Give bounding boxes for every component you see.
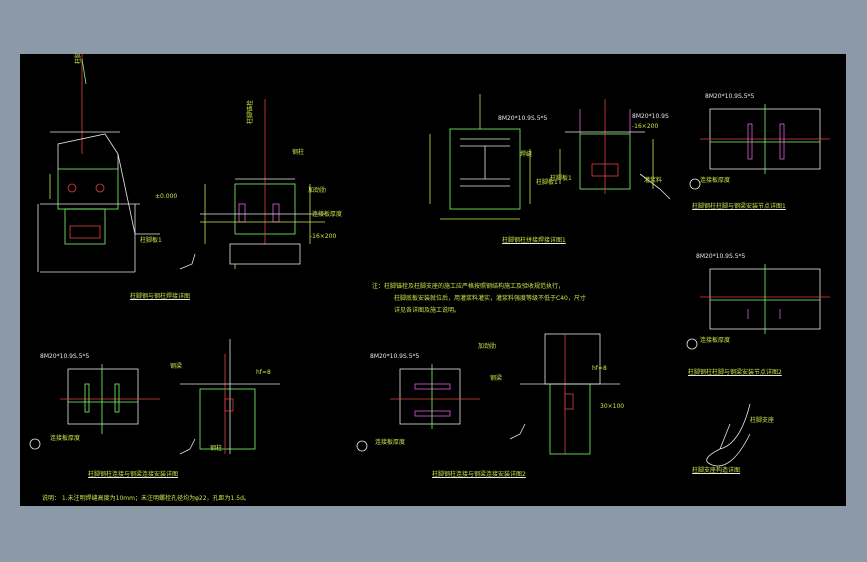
label-support-d8: 柱脚支座 [750, 417, 775, 424]
title-d3: 柱脚钢柱拼接焊接详图1 [502, 237, 566, 244]
drawing-sheet: 柱脚锚栓 ±0.000 柱脚板1 柱脚钢与钢柱焊接详图 柱脚锚栓 钢柱 加劲肋 … [20, 54, 846, 506]
detail-2-linework [179, 99, 325, 270]
bottom-note: 说明： 1.未注明焊缝高度为10mm；未注明螺栓孔径均为φ22，孔距为1.5d。 [42, 495, 250, 502]
note-line-3: 详见各详图及施工说明。 [394, 307, 461, 314]
label-beam-lm: 钢梁 [490, 375, 503, 382]
label-baseplate-d4: 柱脚板1 [550, 175, 572, 182]
label-weld-lm: hf=8 [592, 365, 607, 372]
detail-lower-left-linework [29, 339, 280, 455]
label-stiffener-d2: 加劲肋 [308, 187, 327, 194]
label-connect-d6: 连接板厚度 [700, 337, 731, 344]
label-elev-d1: ±0.000 [155, 193, 178, 200]
title-d6: 柱脚钢柱连接与钢梁连接安装详图 [88, 471, 179, 478]
title-d4: 柱脚钢柱柱脚与钢梁安装节点详图1 [692, 203, 786, 210]
drawing-linework [29, 54, 830, 467]
label-anchor-d2: 柱脚锚栓 [247, 99, 254, 124]
detail-8-linework [706, 403, 751, 467]
note-line-1: 注：柱脚锚栓及柱脚支座的施工应严格按照钢结构施工及验收规范执行， [372, 283, 565, 290]
label-connect-ll: 连接板厚度 [50, 435, 81, 442]
detail-5-linework [689, 104, 830, 190]
label-column-ll: 钢柱 [210, 445, 223, 452]
label-grout-d4: 灌浆料 [644, 177, 663, 184]
note-line-2: 柱脚底板安装就位后，用灌浆料灌实，灌浆料强度等级不低于C40，尺寸 [394, 295, 586, 302]
title-d1: 柱脚钢与钢柱焊接详图 [130, 293, 191, 300]
detail-6-linework [686, 264, 830, 350]
detail-lower-middle-linework [356, 333, 620, 455]
label-column-d2: 钢柱 [292, 149, 305, 156]
label-slot-lm: 30×100 [600, 403, 625, 410]
label-plate-d4: -16×200 [632, 123, 659, 130]
label-connect-lm: 连接板厚度 [375, 439, 406, 446]
label-anchor-d1: 柱脚锚栓 [75, 54, 82, 64]
title-d7: 柱脚钢柱连接与钢梁连接安装详图2 [432, 471, 526, 478]
label-connect-d2: 连接板厚度 [312, 211, 343, 218]
label-beam-ll: 钢梁 [170, 363, 183, 370]
title-d8: 柱脚支座构造详图 [692, 467, 741, 474]
detail-1-linework [37, 54, 160, 273]
detail-3-linework [429, 94, 531, 220]
label-bolt-d4: 8M20*10.9S [632, 113, 669, 120]
label-connect-d5: 连接板厚度 [700, 177, 731, 184]
label-bolt-ll: 8M20*10.9S.5*5 [40, 353, 90, 360]
label-stiffener-lm: 加劲肋 [478, 343, 497, 350]
label-baseplate-d3: 柱脚板1 [536, 179, 558, 186]
label-plate-d2: -16×200 [310, 233, 337, 240]
label-bolt-d5: 8M20*10.9S.5*5 [705, 93, 755, 100]
label-weld-d3: 焊缝 [520, 151, 533, 158]
label-weld-ll: hf=8 [256, 369, 271, 376]
detail-4-linework [559, 99, 671, 200]
title-d5: 柱脚钢柱柱脚与钢梁安装节点详图2 [688, 369, 782, 376]
label-bolt-d6: 8M20*10.9S.5*5 [696, 253, 746, 260]
label-bolt-lm: 8M20*10.9S.5*5 [370, 353, 420, 360]
label-bolt-d3: 8M20*10.9S.5*5 [498, 115, 548, 122]
label-baseplate-d1: 柱脚板1 [140, 237, 162, 244]
